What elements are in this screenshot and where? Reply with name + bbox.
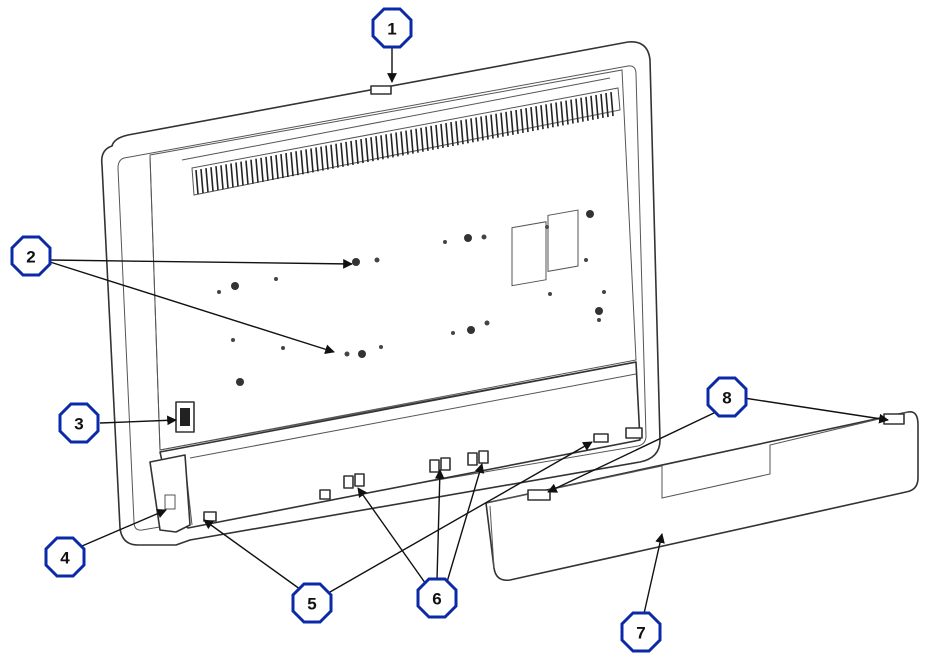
screw-hole	[597, 318, 601, 322]
screw-hole	[464, 234, 472, 242]
screw-hole	[584, 258, 588, 262]
screw-hole	[482, 235, 487, 240]
callout-5-label: 5	[307, 595, 316, 614]
screw-hole	[352, 258, 360, 266]
screw-hole	[274, 277, 278, 281]
callout-6: 6	[418, 579, 456, 617]
cover-hook-left	[528, 490, 550, 500]
screw-hole	[231, 338, 235, 342]
screw-hole	[358, 350, 366, 358]
screw-hole	[231, 282, 239, 290]
screw-hole	[595, 307, 603, 315]
leader-8a	[744, 398, 888, 420]
callout-5: 5	[293, 584, 331, 622]
screw-hole	[379, 345, 383, 349]
callout-2-label: 2	[26, 248, 35, 267]
screw-hole	[345, 352, 350, 357]
callout-8: 8	[708, 378, 746, 416]
top-port	[371, 86, 391, 94]
callout-4-label: 4	[60, 549, 70, 568]
screw-hole	[217, 290, 221, 294]
screw-hole	[375, 258, 380, 263]
screw-hole	[586, 210, 594, 218]
cover-hook-right	[884, 414, 904, 424]
callout-3: 3	[60, 404, 98, 442]
screw-hole	[443, 240, 447, 244]
screw-hole	[451, 331, 455, 335]
screw-hole	[485, 321, 490, 326]
callout-6-label: 6	[432, 590, 441, 609]
leader-5a	[204, 520, 304, 592]
power-socket	[176, 402, 194, 432]
callout-4: 4	[46, 538, 84, 576]
screw-hole	[236, 378, 244, 386]
callout-1-label: 1	[387, 20, 396, 39]
screw-hole	[602, 290, 606, 294]
screw-hole	[548, 292, 552, 296]
screw-hole	[281, 346, 285, 350]
callout-2: 2	[12, 237, 50, 275]
callout-3-label: 3	[74, 415, 83, 434]
callout-1: 1	[373, 9, 411, 47]
callout-7-label: 7	[636, 624, 645, 643]
callout-8-label: 8	[722, 389, 731, 408]
callout-7: 7	[622, 613, 660, 651]
screw-hole	[467, 326, 475, 334]
